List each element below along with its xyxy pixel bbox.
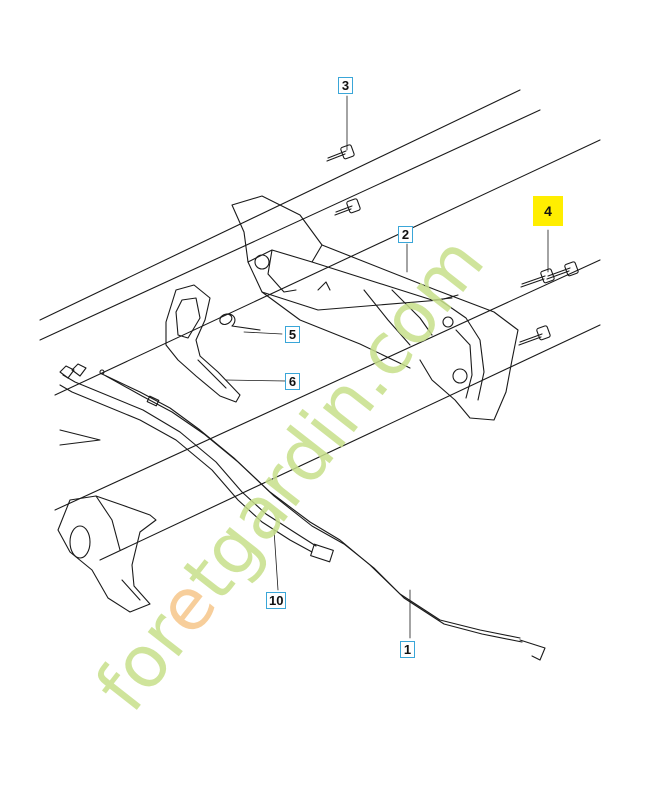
watermark: foretgardin.com [79,221,500,727]
throttle-housing [57,495,157,613]
throttle-cable [99,369,546,661]
trigger-lever [165,284,241,403]
watermark-part3: tgardin.com [166,221,500,615]
callout-5: 5 [285,326,300,343]
ignition-wire [59,363,334,563]
callout-3: 3 [338,77,353,94]
watermark-text: foretgardin.com [79,221,500,727]
callout-6: 6 [285,373,300,390]
shaft-tube [39,89,601,561]
screws [326,144,579,346]
spring [219,313,261,331]
callout-1: 1 [400,641,415,658]
leader-lines [225,95,549,639]
callout-4: 4 [533,196,563,226]
callout-10: 10 [266,592,287,609]
callout-2: 2 [398,226,413,243]
handle-bar [231,195,519,421]
